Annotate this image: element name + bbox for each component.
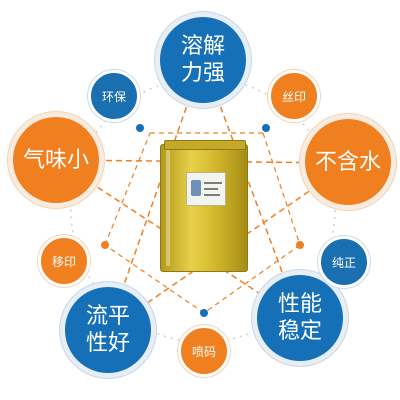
feature-label: 喷码 [191, 344, 216, 359]
outer-dashed-ring [70, 77, 336, 343]
can-label-line [204, 194, 220, 196]
node-dots [101, 124, 304, 317]
can-label-line [204, 182, 222, 184]
can-label-logo-icon [191, 180, 201, 196]
can-body [160, 144, 248, 272]
can-label-line [204, 188, 218, 190]
feature-eco-friendly: 环保 [88, 70, 140, 122]
feature-label: 性能 稳定 [277, 292, 322, 344]
feature-screen-printing: 丝印 [268, 70, 320, 122]
feature-good-leveling: 流平 性好 [60, 282, 156, 378]
feature-label: 溶解 力强 [180, 34, 225, 86]
feature-label: 不含水 [314, 149, 381, 175]
feature-label: 移印 [51, 254, 76, 269]
feature-stable-performance: 性能 稳定 [252, 270, 348, 366]
feature-label: 丝印 [281, 89, 306, 104]
feature-pad-printing: 移印 [38, 235, 90, 287]
feature-low-odor: 气味小 [8, 112, 104, 208]
feature-pure: 纯正 [318, 236, 370, 288]
feature-label: 气味小 [22, 147, 89, 173]
can-rim [164, 140, 246, 150]
feature-inkjet-coding: 喷码 [178, 325, 230, 377]
feature-solubility: 溶解 力强 [155, 12, 251, 108]
feature-water-free: 不含水 [300, 114, 396, 210]
feature-label: 流平 性好 [85, 304, 130, 356]
can-highlight [166, 150, 170, 266]
can-label [186, 172, 226, 206]
feature-label: 环保 [101, 89, 126, 104]
feature-label: 纯正 [331, 255, 356, 270]
product-can-icon [160, 140, 248, 276]
inner-pentagon [104, 132, 301, 314]
